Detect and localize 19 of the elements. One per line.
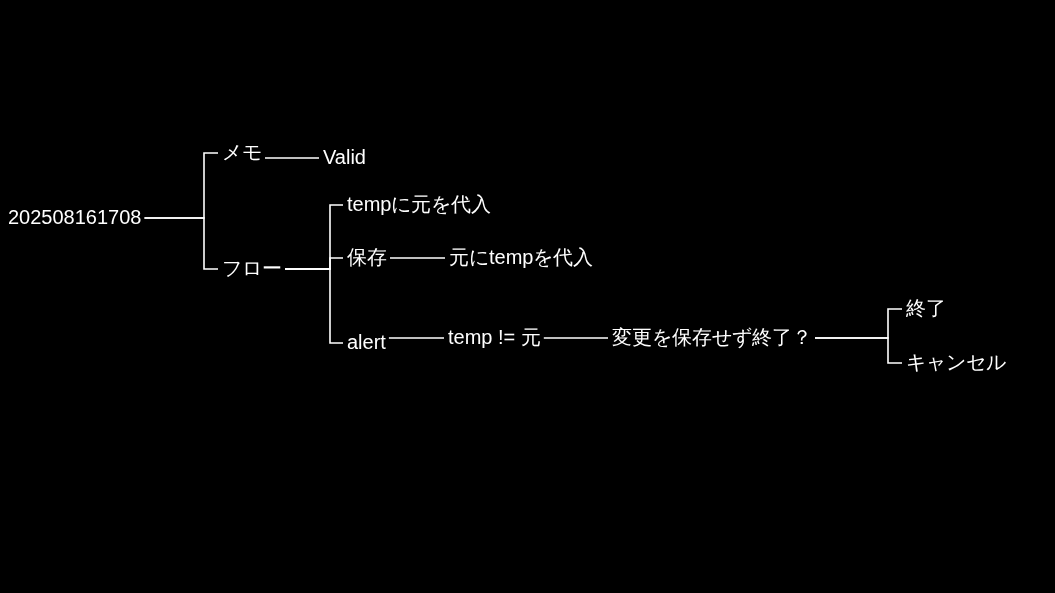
topic-label: キャンセル [906,350,1006,374]
connector-line [143,217,219,270]
connector-line [388,337,445,339]
connector-line [284,268,344,344]
topic-label: temp != 元 [448,325,541,349]
topic-label: フロー [222,256,282,280]
connector-line [543,337,609,339]
connector-line [814,337,903,364]
topic-label: メモ [222,140,262,164]
connector-line [389,257,446,259]
topic-label: alert [347,330,386,354]
topic-label: 終了 [906,296,946,320]
topic-label: Valid [323,145,366,169]
connector-line [264,157,320,159]
topic-label: tempに元を代入 [347,192,492,216]
topic-label: 元にtempを代入 [449,245,594,269]
topic-label: 保存 [347,245,387,269]
topic-label: 202508161708 [8,205,142,229]
topic-label: 変更を保存せず終了？ [612,325,812,349]
